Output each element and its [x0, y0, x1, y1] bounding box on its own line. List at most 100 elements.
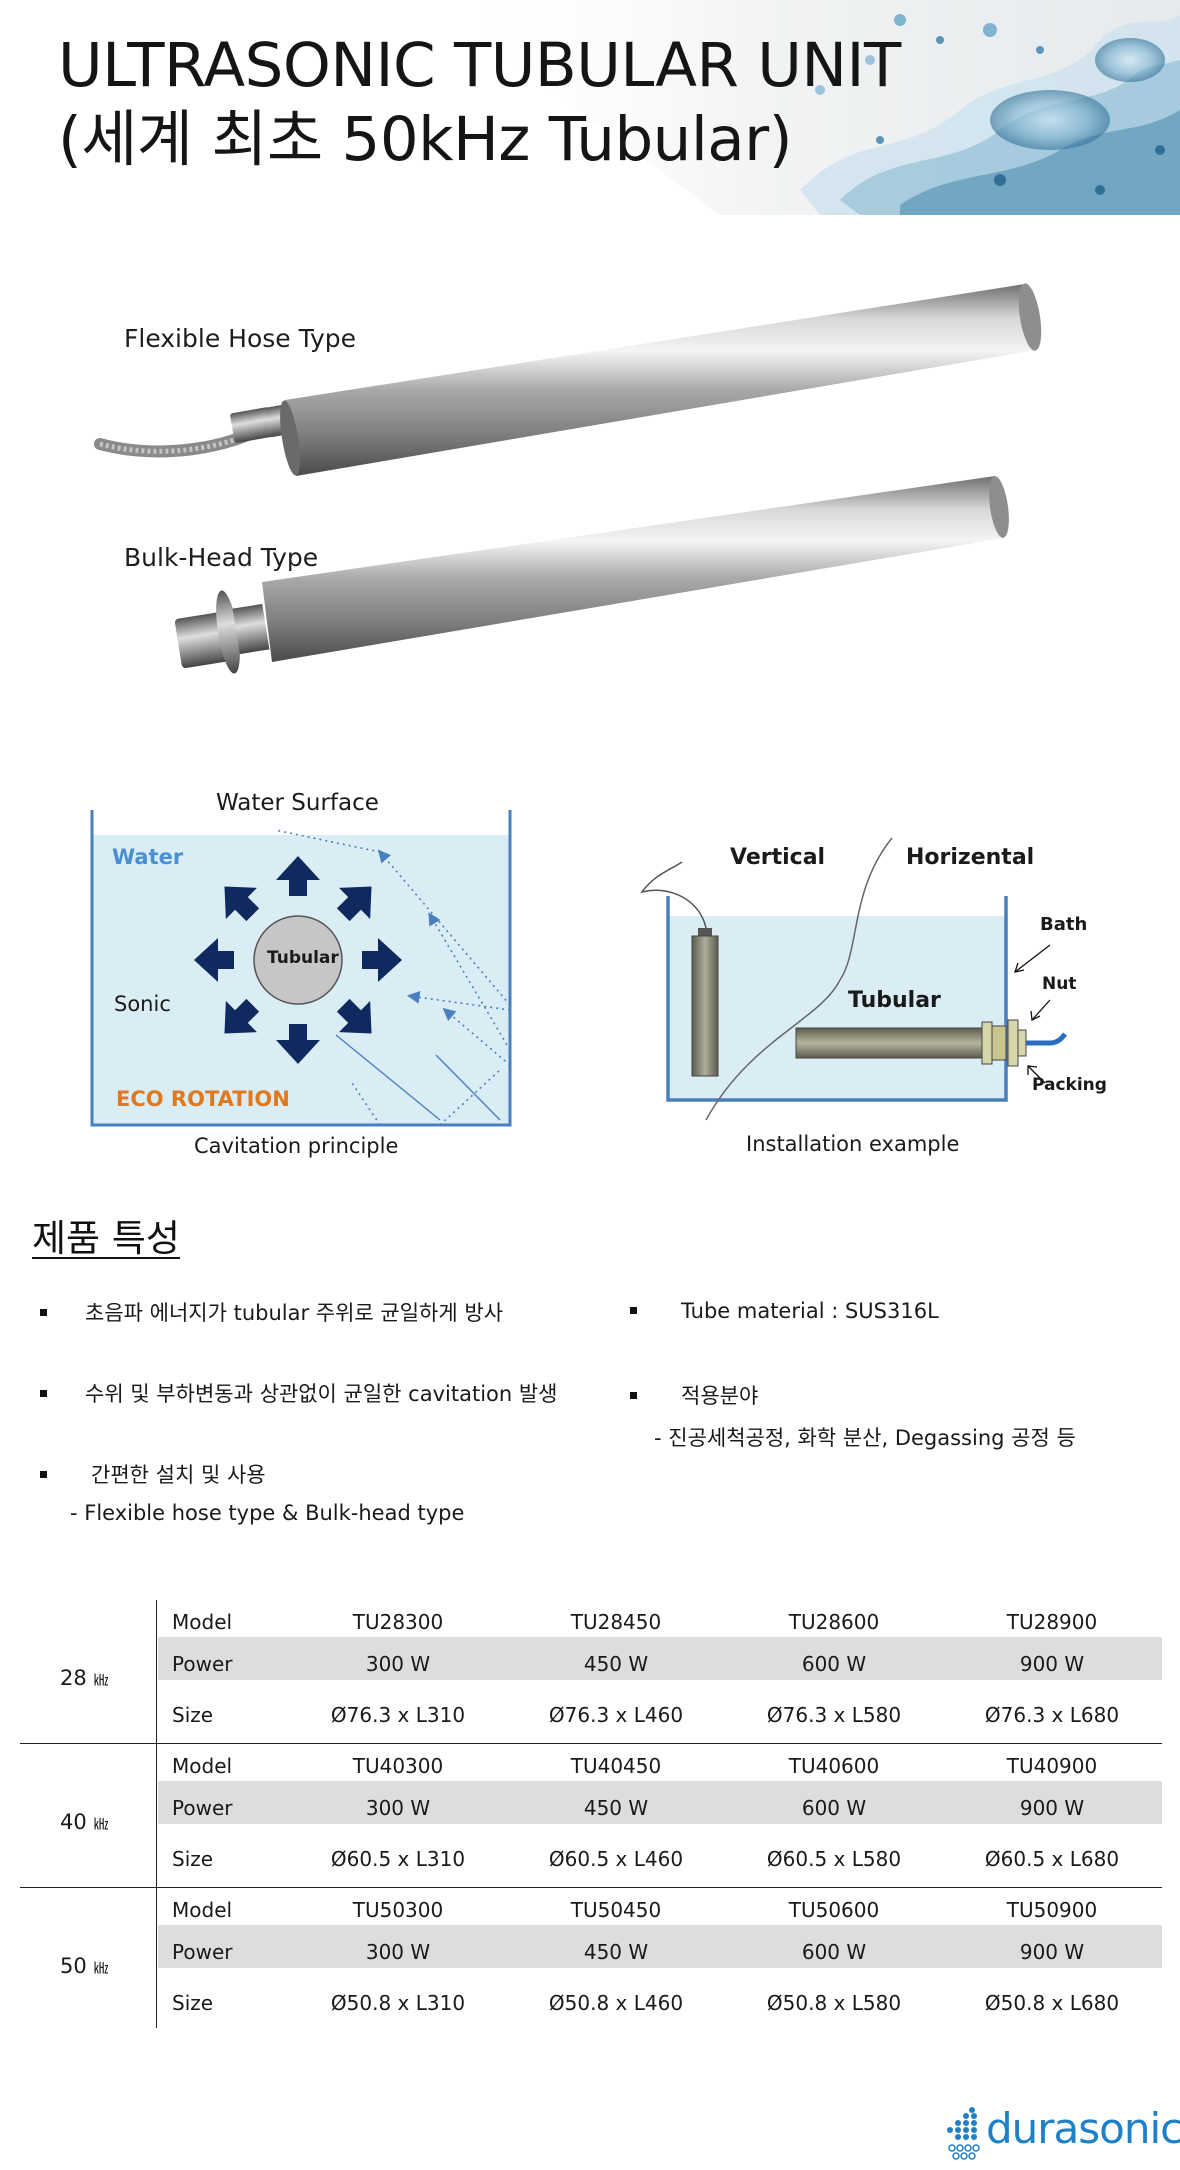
installation-diagram: [640, 837, 1067, 1121]
page-title-line-1: ULTRASONIC TUBULAR UNIT: [58, 30, 901, 101]
frequency-label: 50 ㎑: [60, 1954, 108, 1978]
packing-label: Packing: [1032, 1075, 1107, 1095]
power-cell: 600 W: [801, 1796, 867, 1820]
frequency-unit: ㎑: [93, 1815, 109, 1833]
model-cell: TU50300: [352, 1898, 444, 1922]
bulk-head-tube: [174, 476, 1009, 674]
flexible-hose-type-label: Flexible Hose Type: [124, 324, 357, 353]
power-cell: 300 W: [365, 1652, 431, 1676]
cavitation-caption: Cavitation principle: [194, 1134, 399, 1158]
size-cell: Ø60.5 x L310: [330, 1847, 466, 1871]
size-cell: Ø76.3 x L460: [548, 1703, 684, 1727]
bulk-head-type-label: Bulk-Head Type: [124, 543, 319, 572]
model-cell: TU28450: [570, 1610, 662, 1634]
power-cell: 300 W: [365, 1940, 431, 1964]
size-cell: Ø60.5 x L580: [766, 1847, 902, 1871]
row-label-model: Model: [172, 1610, 233, 1634]
bullet-square-icon: [630, 1391, 637, 1399]
page-title-line-2: (세계 최초 50kHz Tubular): [58, 104, 793, 175]
model-cell: TU28300: [352, 1610, 444, 1634]
vertical-label: Vertical: [730, 845, 826, 870]
model-cell: TU50600: [788, 1898, 880, 1922]
feature-sub-application: - 진공세척공정, 화학 분산, Degassing 공정 등: [654, 1426, 1076, 1450]
frequency-value: 50: [60, 1954, 87, 1978]
size-cell: Ø50.8 x L310: [330, 1991, 466, 2015]
size-cell: Ø50.8 x L460: [548, 1991, 684, 2015]
row-label-model: Model: [172, 1754, 233, 1778]
horizental-label: Horizental: [906, 845, 1035, 870]
row-label-model: Model: [172, 1898, 233, 1922]
feature-bullet-material: Tube material : SUS316L: [630, 1299, 939, 1323]
horizontal-tube: [795, 1027, 987, 1059]
size-cell: Ø50.8 x L580: [766, 1991, 902, 2015]
power-cell: 450 W: [583, 1940, 649, 1964]
bath-outline: [666, 896, 1008, 1102]
feature-bullet-application: 적용분야: [630, 1380, 758, 1410]
model-cell: TU40900: [1006, 1754, 1098, 1778]
model-cell: TU50450: [570, 1898, 662, 1922]
model-cell: TU28600: [788, 1610, 880, 1634]
durasonic-logo-icon: [947, 2107, 980, 2160]
bath-water: [668, 916, 1006, 1100]
row-label-power: Power: [172, 1796, 233, 1820]
frequency-unit: ㎑: [93, 1959, 109, 1977]
power-cell: 900 W: [1019, 1940, 1085, 1964]
sonic-label: Sonic: [114, 992, 171, 1016]
product-tubes-image: [94, 283, 1042, 674]
power-cell: 300 W: [365, 1796, 431, 1820]
frequency-label: 40 ㎑: [60, 1810, 108, 1834]
installation-caption: Installation example: [746, 1132, 960, 1156]
power-cell: 450 W: [583, 1652, 649, 1676]
feature-sub-install: - Flexible hose type & Bulk-head type: [70, 1501, 465, 1525]
size-cell: Ø76.3 x L310: [330, 1703, 466, 1727]
size-cell: Ø76.3 x L680: [984, 1703, 1120, 1727]
feature-bullet-3: 간편한 설치 및 사용: [40, 1459, 266, 1489]
tubular-circle: [253, 915, 343, 1005]
installation-tubular-label: Tubular: [848, 988, 941, 1013]
water-surface-label: Water Surface: [216, 790, 379, 816]
model-cell: TU28900: [1006, 1610, 1098, 1634]
size-cell: Ø60.5 x L460: [548, 1847, 684, 1871]
power-cell: 900 W: [1019, 1652, 1085, 1676]
power-cell: 600 W: [801, 1652, 867, 1676]
power-row-shade: [158, 1637, 1162, 1680]
power-cell: 600 W: [801, 1940, 867, 1964]
power-cell: 450 W: [583, 1796, 649, 1820]
radial-arrows: [194, 856, 402, 1064]
vertical-tube: [691, 935, 719, 1077]
size-cell: Ø76.3 x L580: [766, 1703, 902, 1727]
model-cell: TU40300: [352, 1754, 444, 1778]
durasonic-logo-text: durasonic: [986, 2104, 1180, 2153]
bullet-square-icon: [40, 1308, 47, 1316]
frequency-label: 28 ㎑: [60, 1666, 108, 1690]
tubular-label: Tubular: [267, 948, 339, 968]
feature-bullet-2: 수위 및 부하변동과 상관없이 균일한 cavitation 발생: [40, 1378, 558, 1408]
row-label-size: Size: [172, 1847, 214, 1871]
feature-bullet-1: 초음파 에너지가 tubular 주위로 균일하게 방사: [40, 1297, 503, 1327]
frequency-value: 28: [60, 1666, 87, 1690]
flexible-hose-tube: [94, 283, 1042, 476]
nut-label: Nut: [1042, 974, 1077, 994]
power-row-shade: [158, 1781, 1162, 1824]
size-cell: Ø50.8 x L680: [984, 1991, 1120, 2015]
row-label-power: Power: [172, 1652, 233, 1676]
features-heading: 제품 특성: [32, 1217, 180, 1260]
water-label: Water: [112, 845, 184, 869]
table-vertical-divider: [156, 1600, 157, 2028]
size-cell: Ø60.5 x L680: [984, 1847, 1120, 1871]
power-cell: 900 W: [1019, 1796, 1085, 1820]
cavitation-diagram: [90, 810, 512, 1127]
row-label-size: Size: [172, 1991, 214, 2015]
tank-outline: [90, 810, 512, 1127]
model-cell: TU50900: [1006, 1898, 1098, 1922]
bullet-square-icon: [40, 1389, 47, 1397]
model-cell: TU40450: [570, 1754, 662, 1778]
row-label-size: Size: [172, 1703, 214, 1727]
row-label-power: Power: [172, 1940, 233, 1964]
power-row-shade: [158, 1925, 1162, 1968]
bullet-square-icon: [630, 1306, 637, 1314]
bullet-square-icon: [40, 1470, 47, 1478]
eco-rotation-label: ECO ROTATION: [116, 1087, 290, 1111]
group-divider: [20, 1887, 1162, 1888]
water-splash-image: [0, 0, 1180, 215]
